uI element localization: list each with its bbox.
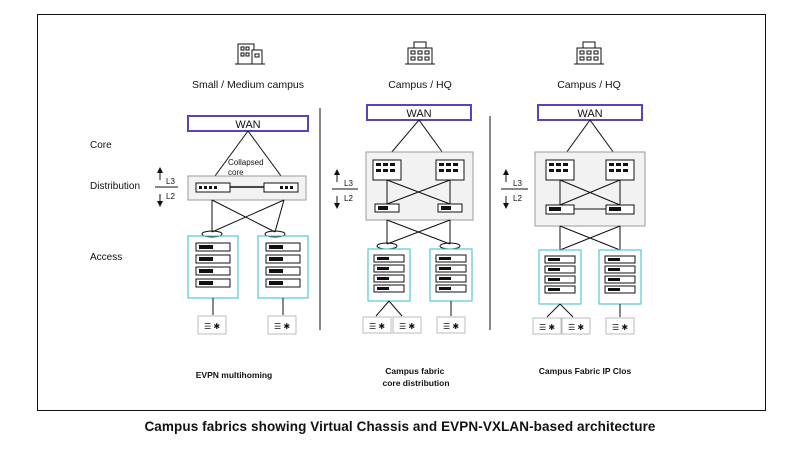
- svg-text:☰ ✱: ☰ ✱: [274, 322, 290, 331]
- switch-stack: [373, 254, 467, 293]
- column-label: Campus Fabric IP Clos: [539, 366, 632, 376]
- svg-text:☰ ✱: ☰ ✱: [399, 322, 415, 331]
- tier-label-distribution: Distribution: [90, 181, 140, 192]
- switch-port-marks: [376, 163, 458, 172]
- svg-text:L2: L2: [344, 194, 353, 203]
- column-title: Small / Medium campus: [192, 79, 304, 91]
- tier-label-core: Core: [90, 140, 112, 151]
- link: [386, 179, 451, 205]
- switch-port-marks: [199, 245, 283, 285]
- building-icon: [574, 41, 604, 65]
- switch-stack: [195, 242, 301, 288]
- svg-text:☰ ✱: ☰ ✱: [369, 322, 385, 331]
- diagram-frame: [37, 14, 766, 411]
- link: [559, 225, 621, 251]
- svg-text:☰ ✱: ☰ ✱: [204, 322, 220, 331]
- column-label-line: core distribution: [382, 378, 449, 388]
- svg-text:☰ ✱: ☰ ✱: [443, 322, 459, 331]
- svg-text:L3: L3: [166, 177, 175, 186]
- link: [211, 130, 249, 181]
- column-label: Campus fabric core distribution: [382, 366, 449, 388]
- link: [559, 179, 621, 206]
- wifi-icon: ☰ ✱ ☰ ✱ ☰ ✱: [362, 316, 466, 334]
- svg-text:L2: L2: [166, 192, 175, 201]
- layer-indicator: L3 L2: [501, 169, 528, 209]
- link: [211, 199, 276, 233]
- link: [386, 219, 451, 245]
- wan-label: WAN: [406, 108, 431, 120]
- switch-icon: [263, 182, 299, 193]
- link: [247, 130, 285, 181]
- wifi-icon: ☰ ✱: [197, 315, 227, 335]
- switch-port-marks: [548, 258, 620, 291]
- switch-port-marks: [549, 163, 628, 172]
- svg-text:☰ ✱: ☰ ✱: [612, 323, 628, 332]
- wan-label: WAN: [235, 119, 260, 131]
- column-title: Campus / HQ: [388, 79, 452, 91]
- layer-indicator: L3 L2: [332, 169, 358, 209]
- link: [388, 300, 403, 317]
- figure-caption: Campus fabrics showing Virtual Chassis a…: [144, 419, 656, 434]
- tier-label-access: Access: [90, 252, 122, 263]
- switch-port-marks: [377, 257, 451, 290]
- building-icon: [235, 43, 265, 65]
- wifi-icon: ☰ ✱: [267, 315, 297, 335]
- switch-stack: [544, 255, 636, 294]
- link: [559, 303, 574, 318]
- link: [546, 303, 561, 318]
- svg-text:☰ ✱: ☰ ✱: [539, 323, 555, 332]
- column-label-line: Campus fabric: [385, 366, 444, 376]
- column-label: EVPN multihoming: [196, 370, 273, 380]
- wan-label: WAN: [577, 108, 602, 120]
- wifi-icon: ☰ ✱ ☰ ✱ ☰ ✱: [532, 317, 635, 335]
- svg-text:L2: L2: [513, 194, 522, 203]
- lag-ring: [201, 230, 223, 238]
- svg-text:☰ ✱: ☰ ✱: [568, 323, 584, 332]
- link: [375, 300, 390, 317]
- svg-text:L3: L3: [344, 179, 353, 188]
- link: [211, 199, 285, 233]
- building-icon: [405, 41, 435, 65]
- column-title: Campus / HQ: [557, 79, 621, 91]
- link: [274, 199, 285, 233]
- switch-icon: [195, 182, 231, 193]
- lag-ring: [264, 230, 286, 238]
- svg-text:L3: L3: [513, 179, 522, 188]
- layer-indicator: L3 L2: [155, 167, 178, 207]
